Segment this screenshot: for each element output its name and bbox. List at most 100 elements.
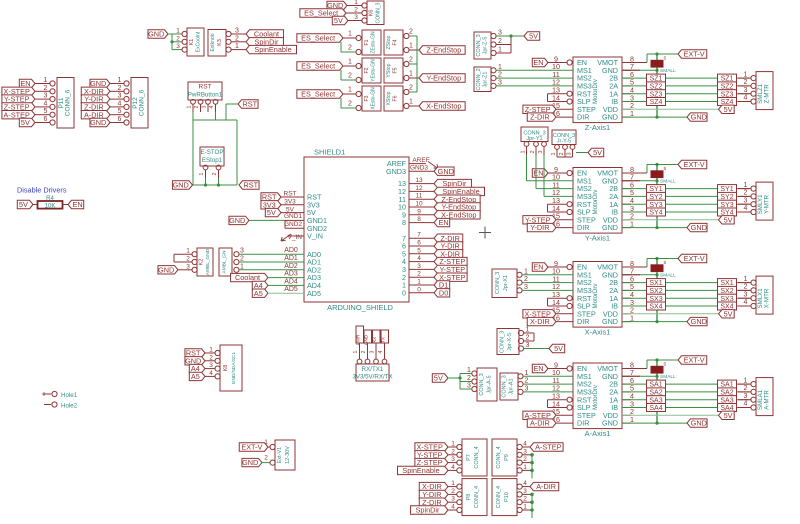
svg-text:SA3: SA3 — [720, 397, 733, 404]
svg-text:2: 2 — [186, 256, 190, 263]
svg-text:IB: IB — [611, 208, 618, 217]
svg-text:4: 4 — [402, 257, 406, 266]
svg-text:8: 8 — [630, 54, 634, 63]
svg-text:SA4: SA4 — [649, 405, 662, 412]
svg-text:1: 1 — [630, 313, 634, 322]
svg-text:15: 15 — [552, 407, 560, 416]
svg-text:IB: IB — [611, 302, 618, 311]
svg-text:SZ4: SZ4 — [650, 99, 663, 106]
svg-text:11: 11 — [552, 274, 559, 283]
svg-text:CONN_2: CONN_2 — [476, 68, 482, 90]
svg-text:MS2: MS2 — [577, 380, 592, 389]
svg-text:10: 10 — [552, 173, 560, 182]
svg-text:SpinDir: SpinDir — [255, 37, 279, 46]
svg-text:EStop1: EStop1 — [202, 157, 223, 164]
svg-text:3: 3 — [525, 385, 529, 392]
svg-text:3: 3 — [44, 93, 48, 100]
svg-text:3: 3 — [176, 43, 180, 50]
svg-text:R4: R4 — [46, 196, 54, 202]
svg-text:4: 4 — [209, 105, 215, 108]
svg-text:GND2: GND2 — [284, 221, 302, 228]
svg-text:AD3: AD3 — [284, 271, 298, 278]
svg-text:AD0: AD0 — [284, 247, 298, 254]
svg-text:2A: 2A — [609, 286, 618, 295]
svg-text:GND3: GND3 — [386, 167, 406, 176]
svg-text:7: 7 — [630, 173, 634, 182]
svg-text:2A: 2A — [609, 82, 618, 91]
svg-text:2: 2 — [451, 448, 455, 455]
svg-text:2: 2 — [354, 7, 358, 14]
svg-text:2: 2 — [235, 35, 239, 42]
svg-text:SX1: SX1 — [649, 280, 662, 287]
svg-text:3: 3 — [451, 456, 455, 463]
svg-text:A4: A4 — [191, 364, 200, 373]
svg-text:PwRButton1: PwRButton1 — [188, 92, 223, 99]
svg-text:ZEsto-GN: ZEsto-GN — [371, 31, 377, 54]
svg-text:8: 8 — [630, 165, 634, 174]
svg-text:EN: EN — [73, 200, 83, 209]
svg-text:SY3: SY3 — [649, 202, 662, 209]
svg-text:GND2: GND2 — [307, 224, 327, 233]
svg-text:10: 10 — [552, 368, 560, 377]
svg-text:5V: 5V — [724, 105, 733, 114]
svg-text:CONN_4: CONN_4 — [474, 446, 480, 468]
svg-text:16: 16 — [552, 109, 560, 118]
svg-text:X-STEP: X-STEP — [417, 443, 443, 452]
svg-text:GND: GND — [602, 270, 618, 279]
svg-text:1: 1 — [348, 31, 352, 38]
svg-text:2: 2 — [744, 79, 748, 86]
svg-text:SZ1: SZ1 — [721, 76, 734, 83]
svg-text:P9: P9 — [504, 454, 510, 461]
svg-text:A-DIR: A-DIR — [536, 482, 556, 491]
svg-text:P7: P7 — [466, 454, 472, 461]
svg-text:4: 4 — [378, 350, 384, 353]
svg-text:12: 12 — [398, 187, 406, 196]
svg-text:2: 2 — [467, 375, 471, 382]
svg-text:EN: EN — [577, 263, 587, 272]
svg-text:3: 3 — [354, 14, 358, 21]
svg-text:Z-EndStop: Z-EndStop — [426, 46, 461, 55]
svg-text:GND: GND — [602, 66, 618, 75]
svg-text:2: 2 — [212, 172, 218, 175]
svg-text:MS2: MS2 — [577, 184, 592, 193]
svg-text:4: 4 — [744, 401, 748, 408]
svg-text:3: 3 — [467, 383, 471, 390]
svg-text:A-STEP: A-STEP — [4, 110, 30, 119]
svg-text:1A: 1A — [609, 395, 618, 404]
svg-text:SX3: SX3 — [720, 296, 733, 303]
svg-text:2: 2 — [361, 350, 367, 353]
svg-text:6: 6 — [417, 240, 421, 247]
svg-text:1: 1 — [199, 172, 205, 175]
svg-text:GND: GND — [691, 223, 707, 232]
svg-text:3: 3 — [118, 93, 122, 100]
svg-text:2: 2 — [559, 152, 565, 155]
svg-text:MotorDrv: MotorDrv — [593, 385, 599, 410]
svg-text:3: 3 — [744, 291, 748, 298]
svg-text:SX2: SX2 — [720, 288, 733, 295]
svg-text:7: 7 — [630, 62, 634, 71]
svg-text:AD1: AD1 — [284, 255, 298, 262]
svg-text:2: 2 — [409, 29, 413, 36]
svg-text:V_IN: V_IN — [307, 232, 323, 241]
svg-text:10: 10 — [552, 267, 560, 276]
svg-text:X-DIR: X-DIR — [530, 317, 550, 326]
svg-text:SpinEnable: SpinEnable — [442, 187, 479, 196]
svg-text:3: 3 — [538, 150, 544, 153]
svg-text:4: 4 — [118, 100, 122, 107]
svg-text:11: 11 — [399, 195, 406, 204]
svg-text:V_IN: V_IN — [288, 234, 303, 241]
svg-text:5V: 5V — [724, 215, 733, 224]
svg-text:AD0: AD0 — [307, 250, 321, 259]
svg-text:2B: 2B — [609, 380, 618, 389]
svg-text:9: 9 — [402, 210, 406, 219]
svg-text:VDD: VDD — [603, 215, 618, 224]
svg-text:K8: K8 — [223, 365, 229, 372]
svg-text:Jpr-A-5: Jpr-A-5 — [487, 375, 493, 393]
svg-text:4: 4 — [451, 504, 455, 511]
svg-text:SY1: SY1 — [720, 186, 733, 193]
svg-text:15: 15 — [552, 306, 560, 315]
svg-text:2: 2 — [348, 73, 352, 80]
svg-text:16: 16 — [552, 219, 560, 228]
svg-text:9: 9 — [417, 208, 421, 215]
svg-text:GND1: GND1 — [307, 216, 327, 225]
